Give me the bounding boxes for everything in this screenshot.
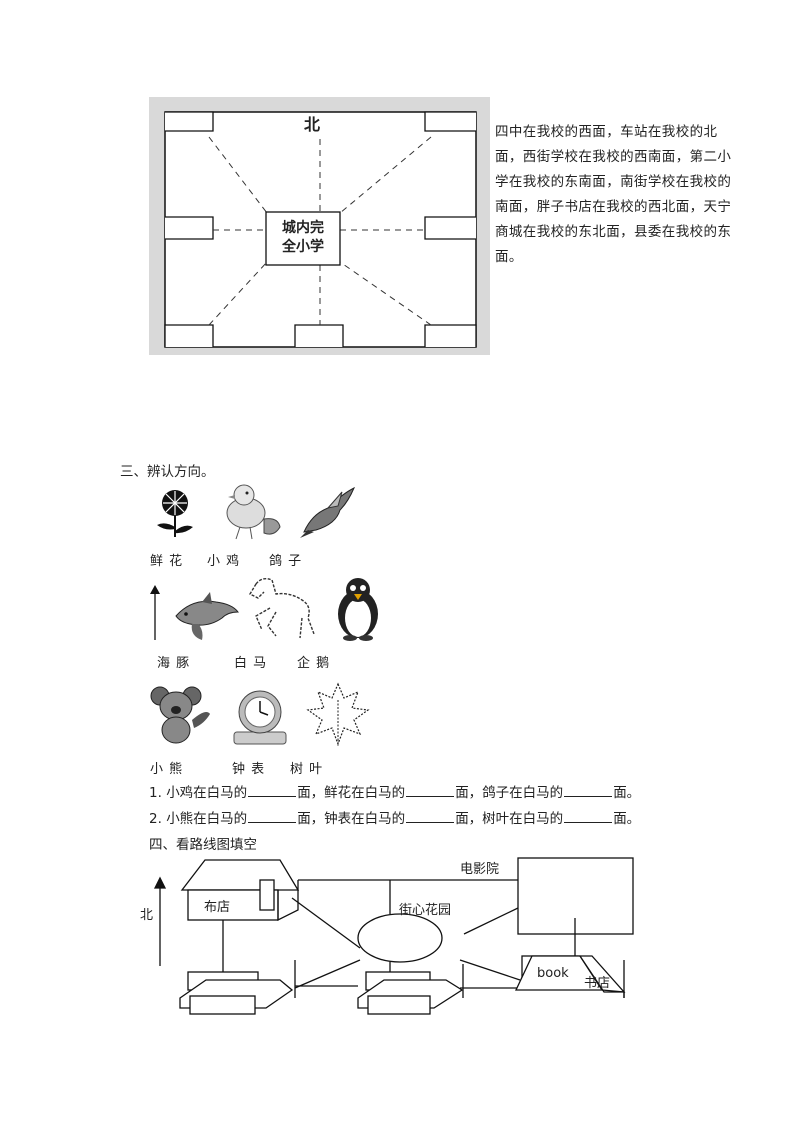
- q2-text-part3: 面，树叶在白马的: [455, 811, 564, 827]
- north-arrow-icon: [150, 585, 160, 640]
- se-building: [424, 324, 477, 347]
- question-2: 2. 小熊在白马的 面，钟表在白马的 面，树叶在白马的 面。: [149, 807, 640, 827]
- dolphin-icon: [175, 592, 240, 640]
- q2-blank-1[interactable]: [248, 810, 297, 823]
- section3-title: 三、辨认方向。: [120, 464, 215, 480]
- sw-building: [164, 324, 214, 347]
- label-cloth-store: 布店: [204, 900, 231, 915]
- label-bookstore: 书店: [584, 976, 611, 991]
- q2-text-part4: 面。: [613, 811, 641, 827]
- q2-number: 2.: [149, 811, 162, 827]
- flower-icon: [157, 490, 193, 537]
- q1-text-part1: 小鸡在白马的: [166, 785, 248, 801]
- penguin-icon: [338, 578, 378, 641]
- school-map: 北 城内完 全小学: [149, 97, 490, 355]
- question-1: 1. 小鸡在白马的 面，鲜花在白马的 面，鸽子在白马的 面。: [149, 781, 640, 801]
- route-north-label: 北: [140, 908, 154, 923]
- label-chick: 小 鸡: [207, 554, 241, 569]
- nw-building: [165, 111, 214, 132]
- q1-number: 1.: [149, 785, 162, 801]
- e-building: [424, 216, 476, 240]
- school-label: 城内完 全小学: [266, 219, 340, 257]
- label-pigeon: 鸽 子: [269, 554, 303, 569]
- label-garden: 街心花园: [399, 903, 452, 918]
- label-flower: 鲜 花: [150, 554, 184, 569]
- label-dolphin: 海 豚: [157, 656, 191, 671]
- q1-text-part4: 面。: [613, 785, 641, 801]
- w-building: [165, 216, 214, 240]
- school-label-line1: 城内完: [282, 220, 324, 236]
- label-leaf: 树 叶: [290, 762, 324, 777]
- q2-text-part1: 小熊在白马的: [166, 811, 248, 827]
- leaf-icon: [306, 682, 370, 746]
- map-description: 四中在我校的西面，车站在我校的北面，西街学校在我校的西南面，第二小学在我校的东南…: [495, 124, 732, 265]
- school-box: [265, 211, 341, 266]
- clock-icon: [233, 690, 287, 745]
- school-map-drawing: [164, 111, 477, 348]
- section4-title: 四、看路线图填空: [149, 837, 257, 853]
- label-cinema: 电影院: [460, 862, 500, 877]
- q2-blank-3[interactable]: [564, 810, 613, 823]
- label-bear: 小 熊: [150, 762, 184, 777]
- q1-text-part3: 面，鸽子在白马的: [455, 785, 564, 801]
- s-building: [294, 324, 344, 347]
- q2-text-part2: 面，钟表在白马的: [297, 811, 406, 827]
- chick-icon: [226, 484, 281, 540]
- label-clock: 钟 表: [232, 762, 266, 777]
- horse-icon: [249, 577, 315, 639]
- label-penguin: 企 鹅: [297, 656, 331, 671]
- q1-blank-2[interactable]: [406, 784, 455, 797]
- bear-icon: [150, 686, 210, 744]
- q2-blank-2[interactable]: [406, 810, 455, 823]
- label-horse: 白 马: [234, 656, 268, 671]
- pigeon-icon: [300, 486, 355, 538]
- label-book-sign: book: [537, 966, 569, 981]
- q1-text-part2: 面，鲜花在白马的: [297, 785, 406, 801]
- route-map: [153, 857, 634, 1015]
- q1-blank-1[interactable]: [248, 784, 297, 797]
- q1-blank-3[interactable]: [564, 784, 613, 797]
- map-north-label: 北: [304, 115, 321, 134]
- ne-building: [424, 111, 476, 132]
- school-label-line2: 全小学: [282, 239, 324, 255]
